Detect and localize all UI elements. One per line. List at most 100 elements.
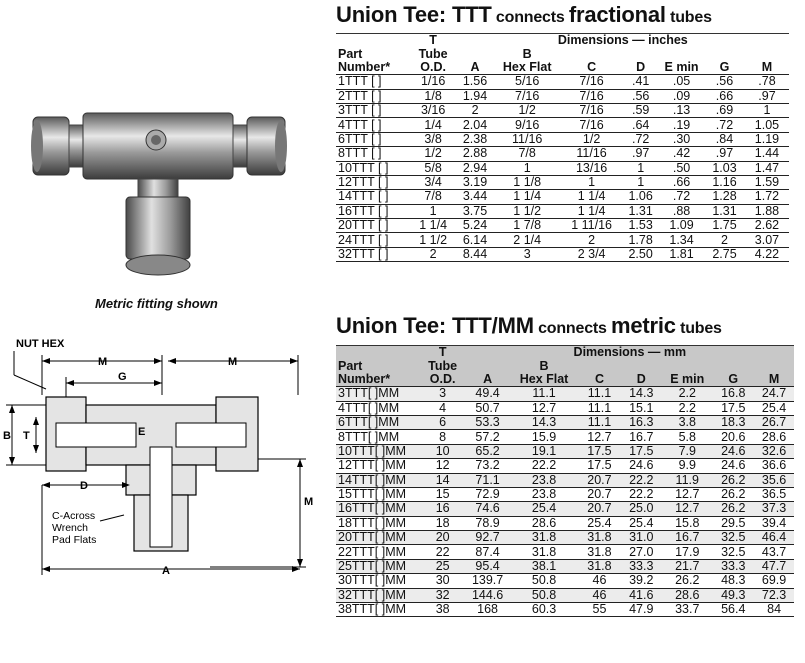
value-cell: 12 (419, 458, 466, 474)
value-cell: .56 (704, 74, 745, 90)
value-cell: 35.6 (754, 472, 794, 488)
metric-col-part-label: Part (336, 359, 420, 373)
value-cell: 1 7/8 (493, 218, 561, 233)
value-cell: 50.8 (509, 573, 579, 589)
col-tube-label: Tube (418, 46, 448, 61)
value-cell: 24.6 (712, 458, 755, 474)
metric-col-c-label: C (578, 373, 621, 387)
value-cell: 16.7 (620, 429, 663, 445)
value-cell: 7/16 (493, 88, 561, 104)
value-cell: 2.62 (744, 218, 789, 233)
col-emin-label: E min (664, 60, 699, 75)
value-cell: 23.8 (509, 486, 579, 502)
value-cell: 11/16 (560, 146, 623, 162)
value-cell: 22.2 (620, 472, 663, 488)
value-cell: 12.7 (578, 429, 621, 445)
value-cell: 31.8 (509, 530, 579, 545)
value-cell: 15.8 (662, 515, 713, 531)
value-cell: 72.3 (754, 587, 794, 603)
value-cell: 30 (419, 573, 466, 589)
value-cell: 2 1/4 (493, 232, 561, 248)
value-cell: 17.5 (578, 443, 621, 459)
col-t-label: T (409, 33, 457, 48)
value-cell: 1.31 (704, 203, 745, 219)
value-cell: 5/8 (409, 160, 457, 176)
value-cell: .66 (659, 174, 705, 190)
value-cell: 9.9 (662, 458, 713, 474)
value-cell: .97 (622, 146, 660, 162)
value-cell: 1.28 (704, 189, 745, 205)
metric-col-number-label: Number* (336, 373, 420, 387)
value-cell: 1 11/16 (560, 218, 623, 233)
value-cell: 16.3 (620, 414, 663, 430)
value-cell: 15.1 (620, 400, 663, 416)
value-cell: 7/16 (560, 88, 623, 104)
value-cell: 25.4 (620, 515, 663, 531)
part-number-cell: 12TTT[ ]MM (336, 458, 420, 474)
value-cell: 2.2 (662, 400, 713, 416)
value-cell: .72 (622, 131, 660, 147)
value-cell: 16 (419, 501, 466, 517)
value-cell: 5/16 (493, 74, 561, 90)
part-number-cell: 10TTT [ ] (336, 160, 410, 176)
value-cell: 1 (622, 174, 660, 190)
value-cell: 17.5 (712, 400, 755, 416)
value-cell: 13/16 (560, 160, 623, 176)
value-cell: 2 (409, 246, 457, 263)
metric-col-tube-label: Tube (419, 359, 466, 373)
value-cell: 49.4 (465, 386, 510, 402)
part-number-cell: 8TTT [ ] (336, 146, 410, 162)
part-number-cell: 32TTT [ ] (336, 246, 410, 263)
value-cell: 11.1 (578, 386, 621, 402)
value-cell: 3/16 (409, 102, 457, 118)
value-cell: 43.7 (754, 544, 794, 560)
part-number-cell: 4TTT[ ]MM (336, 400, 420, 416)
value-cell: 84 (754, 602, 794, 618)
metric-title: Union Tee: TTT/MM connects metric tubes (336, 313, 722, 339)
value-cell: 2.04 (456, 117, 494, 133)
value-cell: 24.7 (754, 386, 794, 402)
metric-col-a-label: A (465, 373, 510, 387)
value-cell: 25 (419, 558, 466, 574)
value-cell: 74.6 (465, 501, 510, 517)
value-cell: .30 (659, 131, 705, 147)
value-cell: 1 (560, 174, 623, 190)
value-cell: 31.8 (578, 558, 621, 574)
value-cell: 25.0 (620, 501, 663, 517)
value-cell: 1.44 (744, 146, 789, 162)
value-cell: 50.8 (509, 587, 579, 603)
value-cell: 1.47 (744, 160, 789, 176)
metric-col-d-label: D (620, 373, 663, 387)
value-cell: 2 3/4 (560, 246, 623, 263)
value-cell: 47.7 (754, 558, 794, 574)
col-number-label: Number* (338, 60, 391, 75)
value-cell: 22.2 (509, 458, 579, 474)
value-cell: 24.6 (620, 458, 663, 474)
value-cell: 10 (419, 443, 466, 459)
value-cell: 17.5 (620, 443, 663, 459)
value-cell: 11.1 (578, 400, 621, 416)
value-cell: 26.2 (712, 472, 755, 488)
value-cell: 32 (419, 587, 466, 603)
union-tee-photo (31, 112, 287, 276)
part-number-cell: 18TTT[ ]MM (336, 515, 420, 531)
value-cell: 1/2 (493, 102, 561, 118)
value-cell: .59 (622, 102, 660, 118)
value-cell: 53.3 (465, 414, 510, 430)
value-cell: 1.81 (659, 246, 705, 263)
value-cell: 1 1/8 (493, 174, 561, 190)
part-number-cell: 24TTT [ ] (336, 232, 410, 248)
value-cell: 11.1 (509, 386, 579, 402)
value-cell: 1.72 (744, 189, 789, 205)
value-cell: 33.3 (620, 558, 663, 574)
value-cell: 11/16 (493, 131, 561, 147)
value-cell: 1 1/4 (409, 218, 457, 233)
value-cell: 6.14 (456, 232, 494, 248)
value-cell: 22 (419, 544, 466, 560)
value-cell: 71.1 (465, 472, 510, 488)
photo-caption: Metric fitting shown (95, 296, 218, 311)
